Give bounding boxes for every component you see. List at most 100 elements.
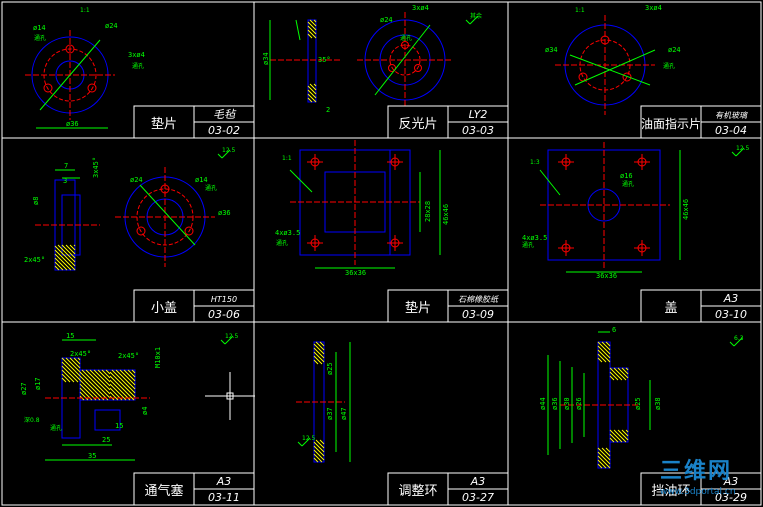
- hatch-line: [61, 361, 81, 381]
- hatch-line: [307, 93, 317, 103]
- hatch-line: [313, 441, 325, 453]
- crosshair-cursor-icon: [205, 372, 255, 420]
- hatch-line: [597, 357, 603, 363]
- part-name: 油面指示片: [641, 116, 701, 131]
- dimension-text: ø37: [326, 407, 334, 420]
- part-code: 03-03: [462, 124, 494, 137]
- note-text: 1:1: [80, 7, 90, 14]
- dimension-text: ø14: [33, 24, 46, 32]
- bolt-hole: [388, 64, 396, 72]
- part-material: LY2: [469, 108, 488, 121]
- hatch-line: [617, 429, 629, 441]
- hatch-line: [307, 29, 317, 39]
- note-text: 通孔: [276, 239, 288, 247]
- part-code: 03-06: [208, 308, 240, 321]
- hatch-line: [617, 367, 629, 379]
- dimension-text: 3xø4: [128, 51, 145, 59]
- hatch-line: [597, 341, 611, 355]
- hatch-line: [313, 445, 325, 457]
- hatch-line: [65, 357, 81, 373]
- hatch-line: [69, 244, 76, 251]
- dimension-text: 3x45°: [92, 157, 100, 178]
- dimension-text: ø30: [563, 397, 571, 410]
- roughness-symbol: [735, 147, 745, 157]
- hatch-line: [54, 253, 72, 271]
- roughness-symbol: [297, 441, 303, 447]
- dimension-text: 2x45°: [24, 256, 45, 264]
- part-name: 调整环: [398, 484, 437, 499]
- hatch-line: [309, 19, 317, 27]
- dimension-text: ø36: [66, 120, 79, 128]
- dimension-text: ø44: [539, 397, 547, 410]
- dimension-text: 2x45°: [70, 350, 91, 358]
- leader: [574, 49, 656, 86]
- hatch-line: [69, 357, 81, 369]
- hatch-line: [123, 369, 136, 382]
- hatch-line: [609, 433, 619, 443]
- bolt-hole: [87, 83, 97, 93]
- dimension-text: ø36: [218, 209, 231, 217]
- dimension-text: 2x45°: [118, 352, 139, 360]
- dimension-text: ø38: [654, 397, 662, 410]
- hatch-line: [85, 369, 111, 395]
- leader: [39, 39, 101, 111]
- hatch-line: [54, 257, 68, 271]
- hatch-line: [79, 375, 105, 401]
- hatch-line: [54, 261, 64, 271]
- hatch-line: [315, 439, 325, 449]
- hatch-line: [625, 367, 629, 371]
- hatch-line: [97, 369, 111, 383]
- dimension-text: 36x36: [345, 269, 366, 277]
- part-code: 03-02: [208, 124, 240, 137]
- hatch-line: [115, 369, 136, 390]
- hatch-line: [621, 367, 629, 375]
- part-material: A3: [216, 475, 232, 488]
- hatch-line: [61, 357, 81, 377]
- hatch-line: [609, 437, 615, 443]
- hatch-line: [597, 463, 603, 469]
- part-code: 03-04: [715, 124, 747, 137]
- hatch-line: [625, 429, 629, 433]
- part-name: 垫片: [405, 300, 431, 316]
- roughness-symbol: [221, 149, 231, 159]
- hatch-line: [613, 367, 627, 381]
- dimension-text: 35°: [318, 56, 331, 64]
- part-code: 03-09: [462, 308, 494, 321]
- watermark-title: 三维网: [660, 458, 732, 484]
- cross-hole: [94, 409, 121, 431]
- dimension-text: ø34: [545, 46, 558, 54]
- dimension-text: 15: [115, 422, 123, 430]
- bolt-hole: [65, 44, 75, 54]
- leader: [139, 184, 196, 246]
- hatch-line: [61, 369, 75, 383]
- hatch-line: [307, 33, 313, 39]
- bolt-hole: [184, 226, 194, 236]
- hatch-line: [319, 341, 325, 347]
- hatch-line: [313, 359, 319, 365]
- part-material: 有机玻璃: [715, 111, 749, 120]
- roughness-mark: 6.3: [734, 335, 744, 342]
- hatch-line: [54, 265, 60, 271]
- hatch-line: [127, 369, 136, 378]
- dimension-text: ø14: [195, 176, 208, 184]
- title-block: 油面指示片 有机玻璃 03-04: [640, 105, 762, 139]
- dimension-text: 3xø4: [412, 4, 429, 12]
- hatch-line: [79, 371, 109, 401]
- hatch-line: [609, 367, 623, 381]
- dimension-text: ø27: [20, 382, 28, 395]
- hatch-line: [105, 369, 111, 375]
- hatch-line: [54, 249, 76, 271]
- hatch-line: [101, 369, 111, 379]
- hatch-line: [597, 349, 611, 363]
- dimension-text: ø24: [105, 22, 118, 30]
- roughness-mark: 12.5: [225, 333, 239, 340]
